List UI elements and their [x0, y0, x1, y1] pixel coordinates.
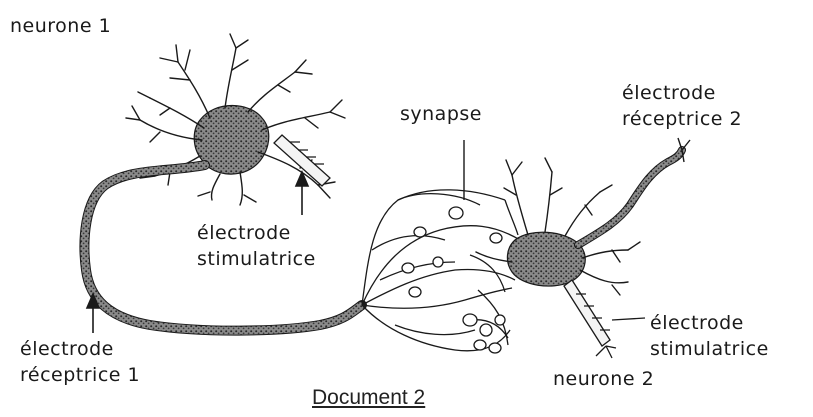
- label-electrode-stimulatrice-2-line1: électrode: [650, 312, 744, 334]
- label-electrode-receptrice-2-line2: réceptrice 2: [622, 108, 742, 130]
- label-neurone-2: neurone 2: [553, 368, 654, 390]
- axon-terminals: [362, 190, 520, 351]
- stimulating-electrode-2: [564, 280, 645, 358]
- label-neurone-1: neurone 1: [10, 15, 111, 37]
- arrow-stimulatrice-1: [296, 172, 308, 215]
- label-electrode-stimulatrice-1-line2: stimulatrice: [197, 248, 316, 270]
- label-electrode-receptrice-1-line1: électrode: [20, 338, 114, 360]
- label-electrode-receptrice-2-line1: électrode: [622, 82, 716, 104]
- document-caption: Document 2: [312, 386, 425, 410]
- label-electrode-stimulatrice-1-line1: électrode: [197, 222, 291, 244]
- label-electrode-stimulatrice-2-line2: stimulatrice: [650, 338, 769, 360]
- neuron-2-soma: [507, 232, 585, 286]
- label-synapse: synapse: [400, 103, 482, 125]
- label-electrode-receptrice-1-line2: réceptrice 1: [20, 364, 140, 386]
